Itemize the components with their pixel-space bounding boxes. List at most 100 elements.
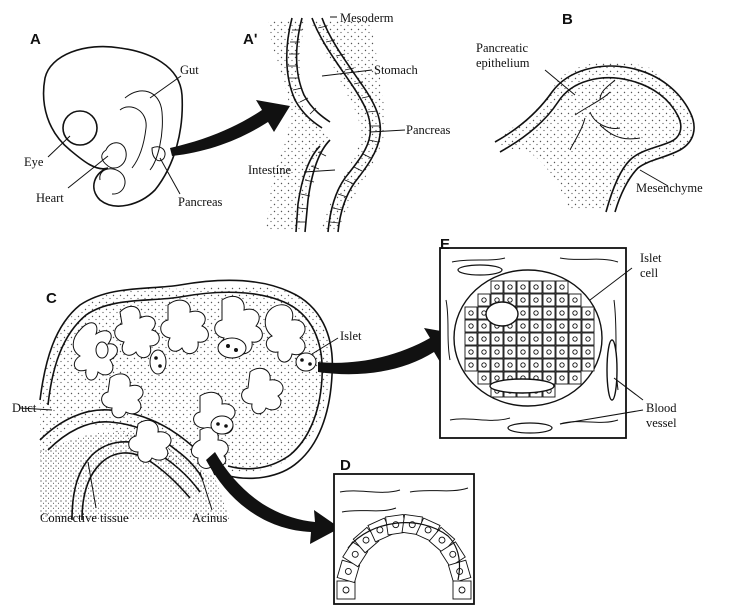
islet-cell-nucleus bbox=[468, 336, 474, 342]
islet-cell-nucleus bbox=[507, 336, 513, 342]
gut-wall-right-outer bbox=[321, 17, 382, 233]
islet-cell-nucleus bbox=[585, 362, 591, 368]
label-eye: Eye bbox=[24, 155, 44, 169]
arrow-c-to-e bbox=[318, 328, 458, 375]
islet-cell-nucleus bbox=[520, 336, 526, 342]
section-inner-capsule bbox=[47, 291, 323, 470]
panel-letter-d: D bbox=[340, 457, 351, 474]
embryo-heart bbox=[101, 142, 127, 169]
islet-nuclei bbox=[154, 344, 312, 428]
islet-cell-nucleus bbox=[481, 349, 487, 355]
islet-cell-nucleus bbox=[481, 297, 487, 303]
intestine-wall-a bbox=[304, 139, 331, 233]
leader-connective-tissue bbox=[87, 461, 97, 509]
islet-cell-nucleus bbox=[494, 297, 500, 303]
embryo-pancreas-bud bbox=[151, 146, 166, 162]
islet-cell-nucleus bbox=[546, 284, 552, 290]
islet-cell-nucleus bbox=[546, 336, 552, 342]
islet-cell-nucleus bbox=[585, 349, 591, 355]
label-connective-tissue: Connective tissue bbox=[40, 511, 129, 525]
islet-cell-nucleus bbox=[559, 375, 565, 381]
islet-cell-nucleus bbox=[507, 297, 513, 303]
label-duct: Duct bbox=[12, 401, 37, 415]
panel-a-embryo bbox=[42, 45, 184, 207]
mesenchyme-stipple bbox=[500, 62, 694, 211]
gut-wall-hatching bbox=[288, 25, 380, 224]
islet-cell-nucleus bbox=[559, 336, 565, 342]
islet-cell-nucleus bbox=[533, 284, 539, 290]
label-pancreas-a: Pancreas bbox=[178, 195, 223, 209]
leader-acinus bbox=[199, 471, 213, 511]
label-stomach: Stomach bbox=[374, 63, 418, 77]
islet-cell-nucleus bbox=[520, 297, 526, 303]
panel-letter-a: A bbox=[30, 31, 41, 48]
embryo-inner-line bbox=[119, 106, 147, 169]
islet-cell-nucleus bbox=[533, 362, 539, 368]
acinar-cell-nucleus bbox=[362, 536, 370, 544]
islet-cell-nucleus bbox=[572, 336, 578, 342]
label-heart: Heart bbox=[36, 191, 64, 205]
islet-cell-nucleus bbox=[520, 349, 526, 355]
panel-letters: A Aʹ B C D E bbox=[30, 11, 573, 474]
leader-blood-vessel-1 bbox=[613, 377, 644, 401]
mesoderm-right-stipple bbox=[310, 20, 386, 230]
panel-d-acinus bbox=[333, 473, 475, 605]
label-acinus: Acinus bbox=[192, 511, 228, 525]
label-gut: Gut bbox=[180, 63, 199, 77]
islet-cell-nucleus bbox=[546, 310, 552, 316]
gut-wall-left-inner bbox=[295, 17, 331, 123]
islet-cell-nucleus bbox=[572, 349, 578, 355]
islet-cell-nucleus bbox=[546, 323, 552, 329]
islet-cell-nucleus bbox=[546, 375, 552, 381]
islet-cell-nucleus bbox=[481, 362, 487, 368]
islet-cell-nucleus bbox=[546, 297, 552, 303]
gut-wall-right-inner bbox=[311, 17, 372, 233]
label-blood-vessel-2: vessel bbox=[646, 416, 677, 430]
islet-cell-nucleus bbox=[520, 284, 526, 290]
islet-cell-nucleus bbox=[572, 297, 578, 303]
embryo-outline bbox=[42, 45, 184, 207]
embryo-gut-line bbox=[124, 90, 163, 171]
vessel-top bbox=[457, 264, 503, 276]
leader-stomach bbox=[321, 69, 373, 77]
panel-e-islet bbox=[439, 247, 644, 439]
panel-b-bud bbox=[494, 62, 695, 213]
label-islet: Islet bbox=[340, 329, 362, 343]
acini-tree bbox=[72, 295, 306, 469]
arrow-c-to-d bbox=[206, 452, 340, 544]
islet-cell-nucleus bbox=[533, 349, 539, 355]
islet-cell-grid bbox=[464, 280, 595, 398]
gut-wall-left-outer bbox=[285, 17, 323, 129]
islet-cell-nucleus bbox=[494, 362, 500, 368]
islet-cell-nucleus bbox=[481, 323, 487, 329]
panel-letter-b: B bbox=[562, 11, 573, 28]
acinar-cell-nucleus bbox=[438, 536, 446, 544]
panel-letter-c: C bbox=[46, 290, 57, 307]
islet-cell-nucleus bbox=[533, 297, 539, 303]
islet-cell-nucleus bbox=[468, 349, 474, 355]
islet-cell-nucleus bbox=[533, 310, 539, 316]
label-intestine: Intestine bbox=[248, 163, 291, 177]
islet-cell-nucleus bbox=[494, 336, 500, 342]
leader-blood-vessel-2 bbox=[559, 409, 644, 425]
leader-intestine bbox=[303, 169, 336, 173]
label-islet-cell-1: Islet bbox=[640, 251, 662, 265]
islet-cell-nucleus bbox=[520, 323, 526, 329]
blood-vessel-inner bbox=[489, 378, 555, 394]
islet-cell-nucleus bbox=[468, 362, 474, 368]
islet-cell-nucleus bbox=[546, 349, 552, 355]
islet-cell-nucleus bbox=[494, 284, 500, 290]
section-islets bbox=[95, 337, 317, 435]
leader-islet-cell bbox=[589, 267, 633, 301]
acinar-cell-nucleus bbox=[424, 526, 432, 534]
islet-cell-nucleus bbox=[572, 310, 578, 316]
bud-inner-wall bbox=[499, 77, 682, 213]
label-pancreatic-epithelium-2: epithelium bbox=[476, 56, 530, 70]
islet-cell-nucleus bbox=[559, 297, 565, 303]
label-pancreatic-epithelium-1: Pancreatic bbox=[476, 41, 529, 55]
arrow-a-to-a-prime bbox=[170, 100, 290, 156]
bud-outer-wall bbox=[494, 65, 695, 213]
label-mesenchyme: Mesenchyme bbox=[636, 181, 703, 195]
